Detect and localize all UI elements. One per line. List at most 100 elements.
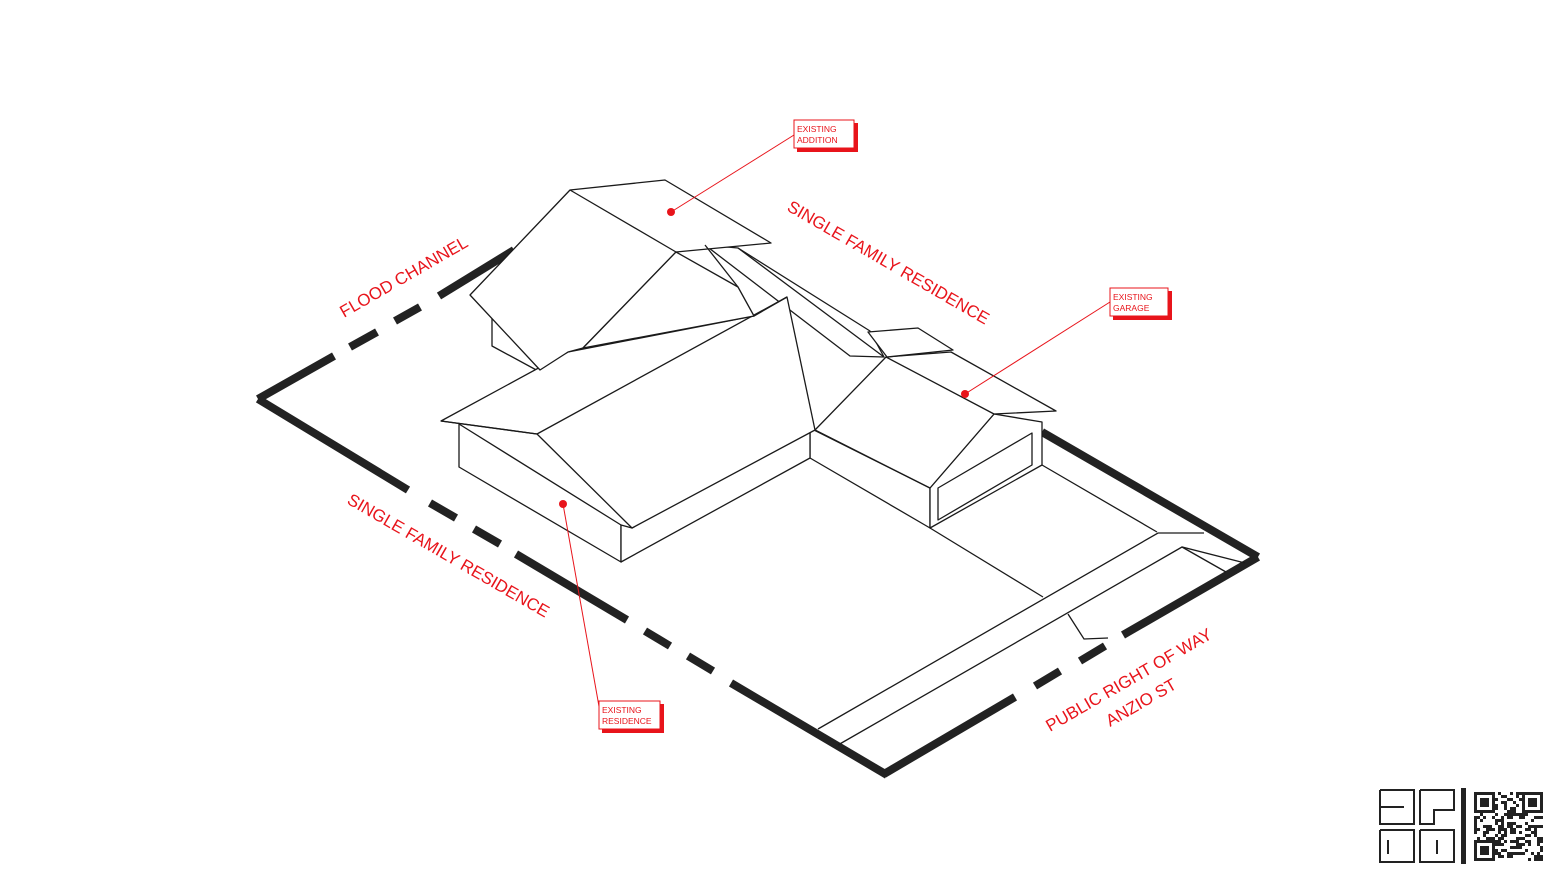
qr-module [1498, 819, 1501, 822]
qr-module [1480, 801, 1483, 804]
building-massing [440, 179, 1057, 563]
qr-module [1522, 837, 1525, 840]
qr-code-icon [1474, 792, 1543, 861]
qr-module [1531, 792, 1534, 795]
boundary-segment [255, 395, 411, 494]
qr-module [1531, 798, 1534, 801]
callout-line1: EXISTING [1113, 292, 1153, 302]
qr-module [1483, 852, 1486, 855]
qr-module [1525, 849, 1528, 852]
qr-module [1519, 843, 1522, 846]
qr-module [1474, 798, 1477, 801]
qr-module [1516, 825, 1519, 828]
qr-module [1510, 831, 1513, 834]
addition-eave [704, 244, 739, 288]
qr-module [1498, 840, 1501, 843]
qr-module [1492, 840, 1495, 843]
qr-module [1483, 846, 1486, 849]
qr-module [1474, 810, 1477, 813]
qr-module [1516, 843, 1519, 846]
qr-module [1522, 852, 1525, 855]
qr-module [1513, 810, 1516, 813]
qr-module [1474, 822, 1477, 825]
qr-module [1492, 792, 1495, 795]
qr-module [1486, 846, 1489, 849]
qr-module [1513, 852, 1516, 855]
qr-module [1528, 828, 1531, 831]
qr-module [1507, 822, 1510, 825]
connector-ridge [737, 247, 885, 358]
qr-module [1510, 822, 1513, 825]
boundary-segment [1039, 428, 1261, 561]
leader-line [964, 301, 1111, 395]
qr-module [1540, 810, 1543, 813]
qr-module [1486, 837, 1489, 840]
qr-module [1507, 810, 1510, 813]
qr-module [1504, 831, 1507, 834]
qr-module [1477, 840, 1480, 843]
boundary-segment [428, 499, 458, 522]
boundary-segment [642, 627, 673, 650]
boundary-segment [1032, 667, 1063, 690]
qr-module [1519, 825, 1522, 828]
qr-module [1474, 804, 1477, 807]
boundary-segment [256, 352, 336, 403]
qr-module [1522, 816, 1525, 819]
qr-module [1516, 846, 1519, 849]
qr-module [1504, 807, 1507, 810]
qr-module [1534, 834, 1537, 837]
qr-module [1501, 822, 1504, 825]
qr-module [1522, 810, 1525, 813]
qr-module [1534, 858, 1537, 861]
qr-module [1483, 840, 1486, 843]
qr-module [1522, 807, 1525, 810]
qr-module [1504, 804, 1507, 807]
callout-marker [961, 390, 969, 398]
qr-module [1477, 816, 1480, 819]
qr-module [1480, 840, 1483, 843]
boundary-segment [513, 550, 630, 624]
qr-module [1513, 807, 1516, 810]
qr-module [1510, 798, 1513, 801]
qr-module [1510, 816, 1513, 819]
qr-module [1489, 837, 1492, 840]
qr-module [1474, 846, 1477, 849]
qr-module [1504, 849, 1507, 852]
qr-module [1498, 828, 1501, 831]
qr-module [1513, 831, 1516, 834]
qr-module [1474, 855, 1477, 858]
qr-module [1513, 846, 1516, 849]
qr-module [1504, 834, 1507, 837]
qr-module [1513, 801, 1516, 804]
qr-module [1501, 834, 1504, 837]
qr-module [1474, 849, 1477, 852]
qr-module [1492, 807, 1495, 810]
property-boundary [255, 246, 1261, 779]
logo-glyph [1379, 789, 1415, 825]
qr-module [1483, 858, 1486, 861]
qr-module [1528, 825, 1531, 828]
qr-module [1534, 801, 1537, 804]
sidewalk-edge [817, 532, 1204, 730]
qr-module [1522, 798, 1525, 801]
qr-module [1486, 825, 1489, 828]
qr-module [1483, 849, 1486, 852]
qr-module [1528, 792, 1531, 795]
qr-module [1507, 855, 1510, 858]
qr-module [1492, 858, 1495, 861]
qr-module [1486, 852, 1489, 855]
qr-module [1510, 846, 1513, 849]
qr-module [1528, 798, 1531, 801]
qr-module [1519, 798, 1522, 801]
qr-module [1492, 843, 1495, 846]
qr-module [1480, 813, 1483, 816]
qr-module [1534, 816, 1537, 819]
boundary-segment [1120, 553, 1261, 639]
qr-module [1492, 852, 1495, 855]
qr-module [1537, 837, 1540, 840]
qr-module [1540, 849, 1543, 852]
qr-module [1537, 825, 1540, 828]
qr-module [1528, 801, 1531, 804]
qr-module [1525, 840, 1528, 843]
